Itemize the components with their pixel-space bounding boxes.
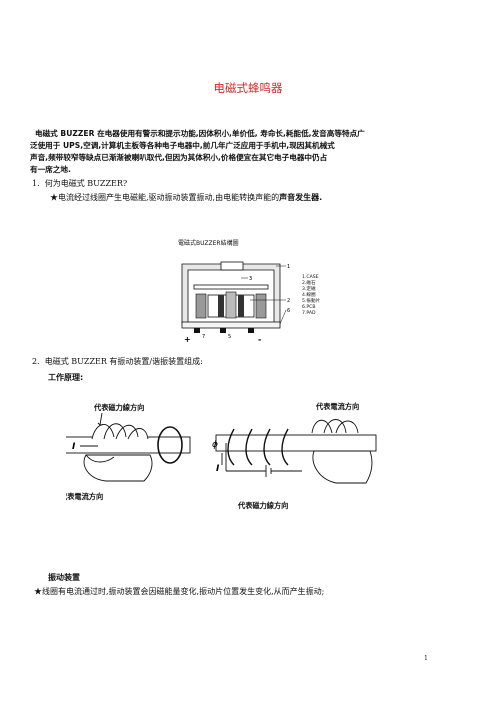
part-1: 1.CASE — [302, 274, 319, 280]
callout-1: 1 — [287, 264, 290, 270]
callout-5: 5 — [228, 334, 231, 340]
label-magnetic-right: 代表磁力線方向 — [237, 501, 288, 510]
question-1: 1. 何为电磁式 BUZZER? — [32, 178, 127, 189]
question-1-answer: ★电流经过线圈产生电磁能,驱动振动装置振动,由电能转换声能的声音发生器. — [50, 192, 322, 203]
callout-7: 7 — [202, 334, 205, 340]
page-title: 电磁式蜂鸣器 — [213, 81, 283, 95]
question-2-text: 电磁式 BUZZER 有振动装置/谐振装置组成: — [44, 357, 203, 366]
callout-lines — [241, 265, 287, 325]
question-2: 2. 电磁式 BUZZER 有振动装置/谐振装置组成: — [32, 356, 203, 367]
answer-1-text: ★电流经过线圈产生电磁能,驱动振动装置振动,由电能转换声能的 — [50, 193, 280, 202]
vibration-plate — [193, 284, 269, 290]
part-7: 7.PAD — [302, 310, 316, 316]
part-4: 4.線圈 — [302, 291, 316, 298]
intro-line-2: 泛使用于 UPS,空调,计算机主板等各种电子电器中,前几年广泛应用于手机中,现因… — [30, 141, 335, 150]
right-hand-illustration — [215, 419, 377, 484]
magnet — [255, 293, 267, 319]
minus-terminal: - — [258, 335, 261, 344]
question-1-number: 1. — [32, 179, 40, 188]
right-hand-rule-diagram: 代表磁力線方向 代表電流方向 代表電流方向 代表磁力線方向 I ϕ I — [66, 402, 377, 510]
vibration-text: ★线圈有电流通过时,振动装置会因磁能量变化,振动片位置发生变化,从而产生振动; — [34, 587, 325, 596]
working-principle-heading: 工作原理: — [48, 373, 84, 382]
current-symbol-left: I — [72, 442, 76, 452]
pad — [248, 328, 254, 333]
intro-paragraph: 电磁式 BUZZER 在电器使用有警示和提示功能,因体积小,单价低, 寿命长,耗… — [30, 128, 470, 176]
current-symbol-right: I — [216, 464, 220, 474]
parts-legend: 1.CASE 2.磁石 3.定磁 4.線圈 5.振動片 6.PCB 7.PAD — [302, 274, 321, 316]
plus-terminal: + — [184, 335, 191, 344]
magnet — [195, 293, 207, 319]
question-1-text: 何为电磁式 BUZZER? — [44, 179, 128, 188]
pcb — [181, 321, 281, 329]
label-magnetic-left: 代表磁力線方向 — [93, 403, 144, 412]
answer-1-bold: 声音发生器. — [279, 193, 323, 202]
left-hand-illustration — [66, 412, 191, 482]
callout-3: 3 — [249, 276, 252, 282]
coil — [207, 291, 255, 319]
figure-1-caption: 電磁式BUZZER結構圖 — [178, 239, 239, 247]
page-number: 1 — [424, 655, 428, 662]
phi-symbol: ϕ — [212, 440, 218, 450]
label-current-left: 代表電流方向 — [66, 492, 103, 501]
intro-line-4: 有一席之地. — [30, 165, 71, 174]
callout-2: 2 — [287, 298, 290, 304]
part-3: 3.定磁 — [302, 285, 316, 292]
vibration-heading: 振动装置 — [48, 573, 80, 582]
pad — [220, 328, 226, 333]
part-2: 2.磁石 — [302, 279, 316, 286]
callout-6: 6 — [287, 308, 290, 314]
buzzer-structure-diagram: 電磁式BUZZER結構圖 1 2 — [178, 239, 321, 344]
part-5: 5.振動片 — [302, 297, 321, 304]
intro-line-1: 电磁式 BUZZER 在电器使用有警示和提示功能,因体积小,单价低, 寿命长,耗… — [35, 129, 365, 138]
question-2-number: 2. — [32, 357, 40, 366]
part-6: 6.PCB — [302, 304, 316, 310]
sound-hole — [220, 261, 244, 271]
label-current-right: 代表電流方向 — [315, 402, 359, 411]
intro-line-3: 声音,频带较窄等缺点已渐渐被喇叭取代,但因为其体积小,价格便宜在其它电子电器中仍… — [30, 153, 328, 162]
pad — [194, 328, 200, 333]
